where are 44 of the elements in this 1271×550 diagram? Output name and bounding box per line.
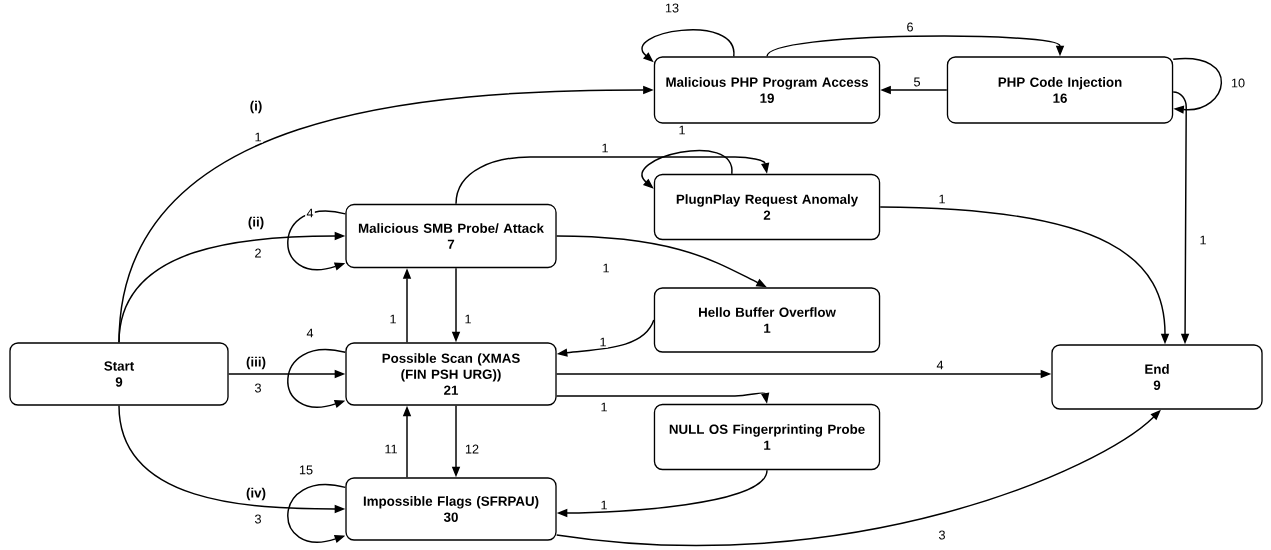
path-label: (iii) <box>244 355 268 371</box>
edge-label: 1 <box>937 193 947 205</box>
loop-arrow <box>641 149 733 189</box>
edge-label: 1 <box>463 313 473 325</box>
edge-label: 4 <box>305 327 315 339</box>
arrow <box>766 35 1065 58</box>
state-box: Malicious SMB Probe/ Attack 7 <box>345 203 557 269</box>
edge-label: 10 <box>1229 77 1247 89</box>
edge-label: 1 <box>599 499 609 511</box>
state-box: Start 9 <box>9 342 229 406</box>
edge-label: 5 <box>912 76 922 88</box>
state-box: NULL OS Fingerprinting Probe 1 <box>653 403 881 471</box>
edge-label: 4 <box>305 207 315 219</box>
edge-label: 2 <box>253 247 263 259</box>
edge-label: 3 <box>937 529 947 541</box>
state-box: PHP Code Injection 16 <box>946 56 1174 124</box>
edge-label: 1 <box>1198 234 1208 246</box>
state-box: Malicious PHP Program Access 19 <box>653 56 881 124</box>
loop-arrow <box>287 210 347 271</box>
edge-label: 1 <box>599 401 609 413</box>
path-label: (ii) <box>246 215 266 231</box>
edge-label: 1 <box>253 131 263 143</box>
edge-label: 13 <box>663 2 681 14</box>
edge-label: 1 <box>601 262 611 274</box>
path-label: (iv) <box>244 486 268 502</box>
edge-label: 1 <box>388 313 398 325</box>
state-box: PlugnPlay Request Anomaly 2 <box>653 173 881 241</box>
edge-label: 1 <box>598 336 608 348</box>
state-box: Possible Scan (XMAS (FIN PSH URG)) 21 <box>345 342 557 406</box>
edge-label: 12 <box>463 443 481 455</box>
edge-label: 6 <box>905 21 915 33</box>
loop-arrow <box>1172 58 1223 114</box>
edge-label: 4 <box>935 359 945 371</box>
arrow <box>455 156 770 205</box>
edge-label: 1 <box>677 124 687 136</box>
edge-label: 3 <box>253 513 263 525</box>
state-box: Hello Buffer Overflow 1 <box>653 287 881 353</box>
path-label: (i) <box>248 99 264 115</box>
state-box: Impossible Flags (SFRPAU) 30 <box>345 477 557 541</box>
edge-label: 1 <box>600 142 610 154</box>
edge-label: 3 <box>253 382 263 394</box>
edge-label: 15 <box>297 464 315 476</box>
edge-label: 11 <box>383 443 399 455</box>
state-box: End 9 <box>1051 344 1263 410</box>
